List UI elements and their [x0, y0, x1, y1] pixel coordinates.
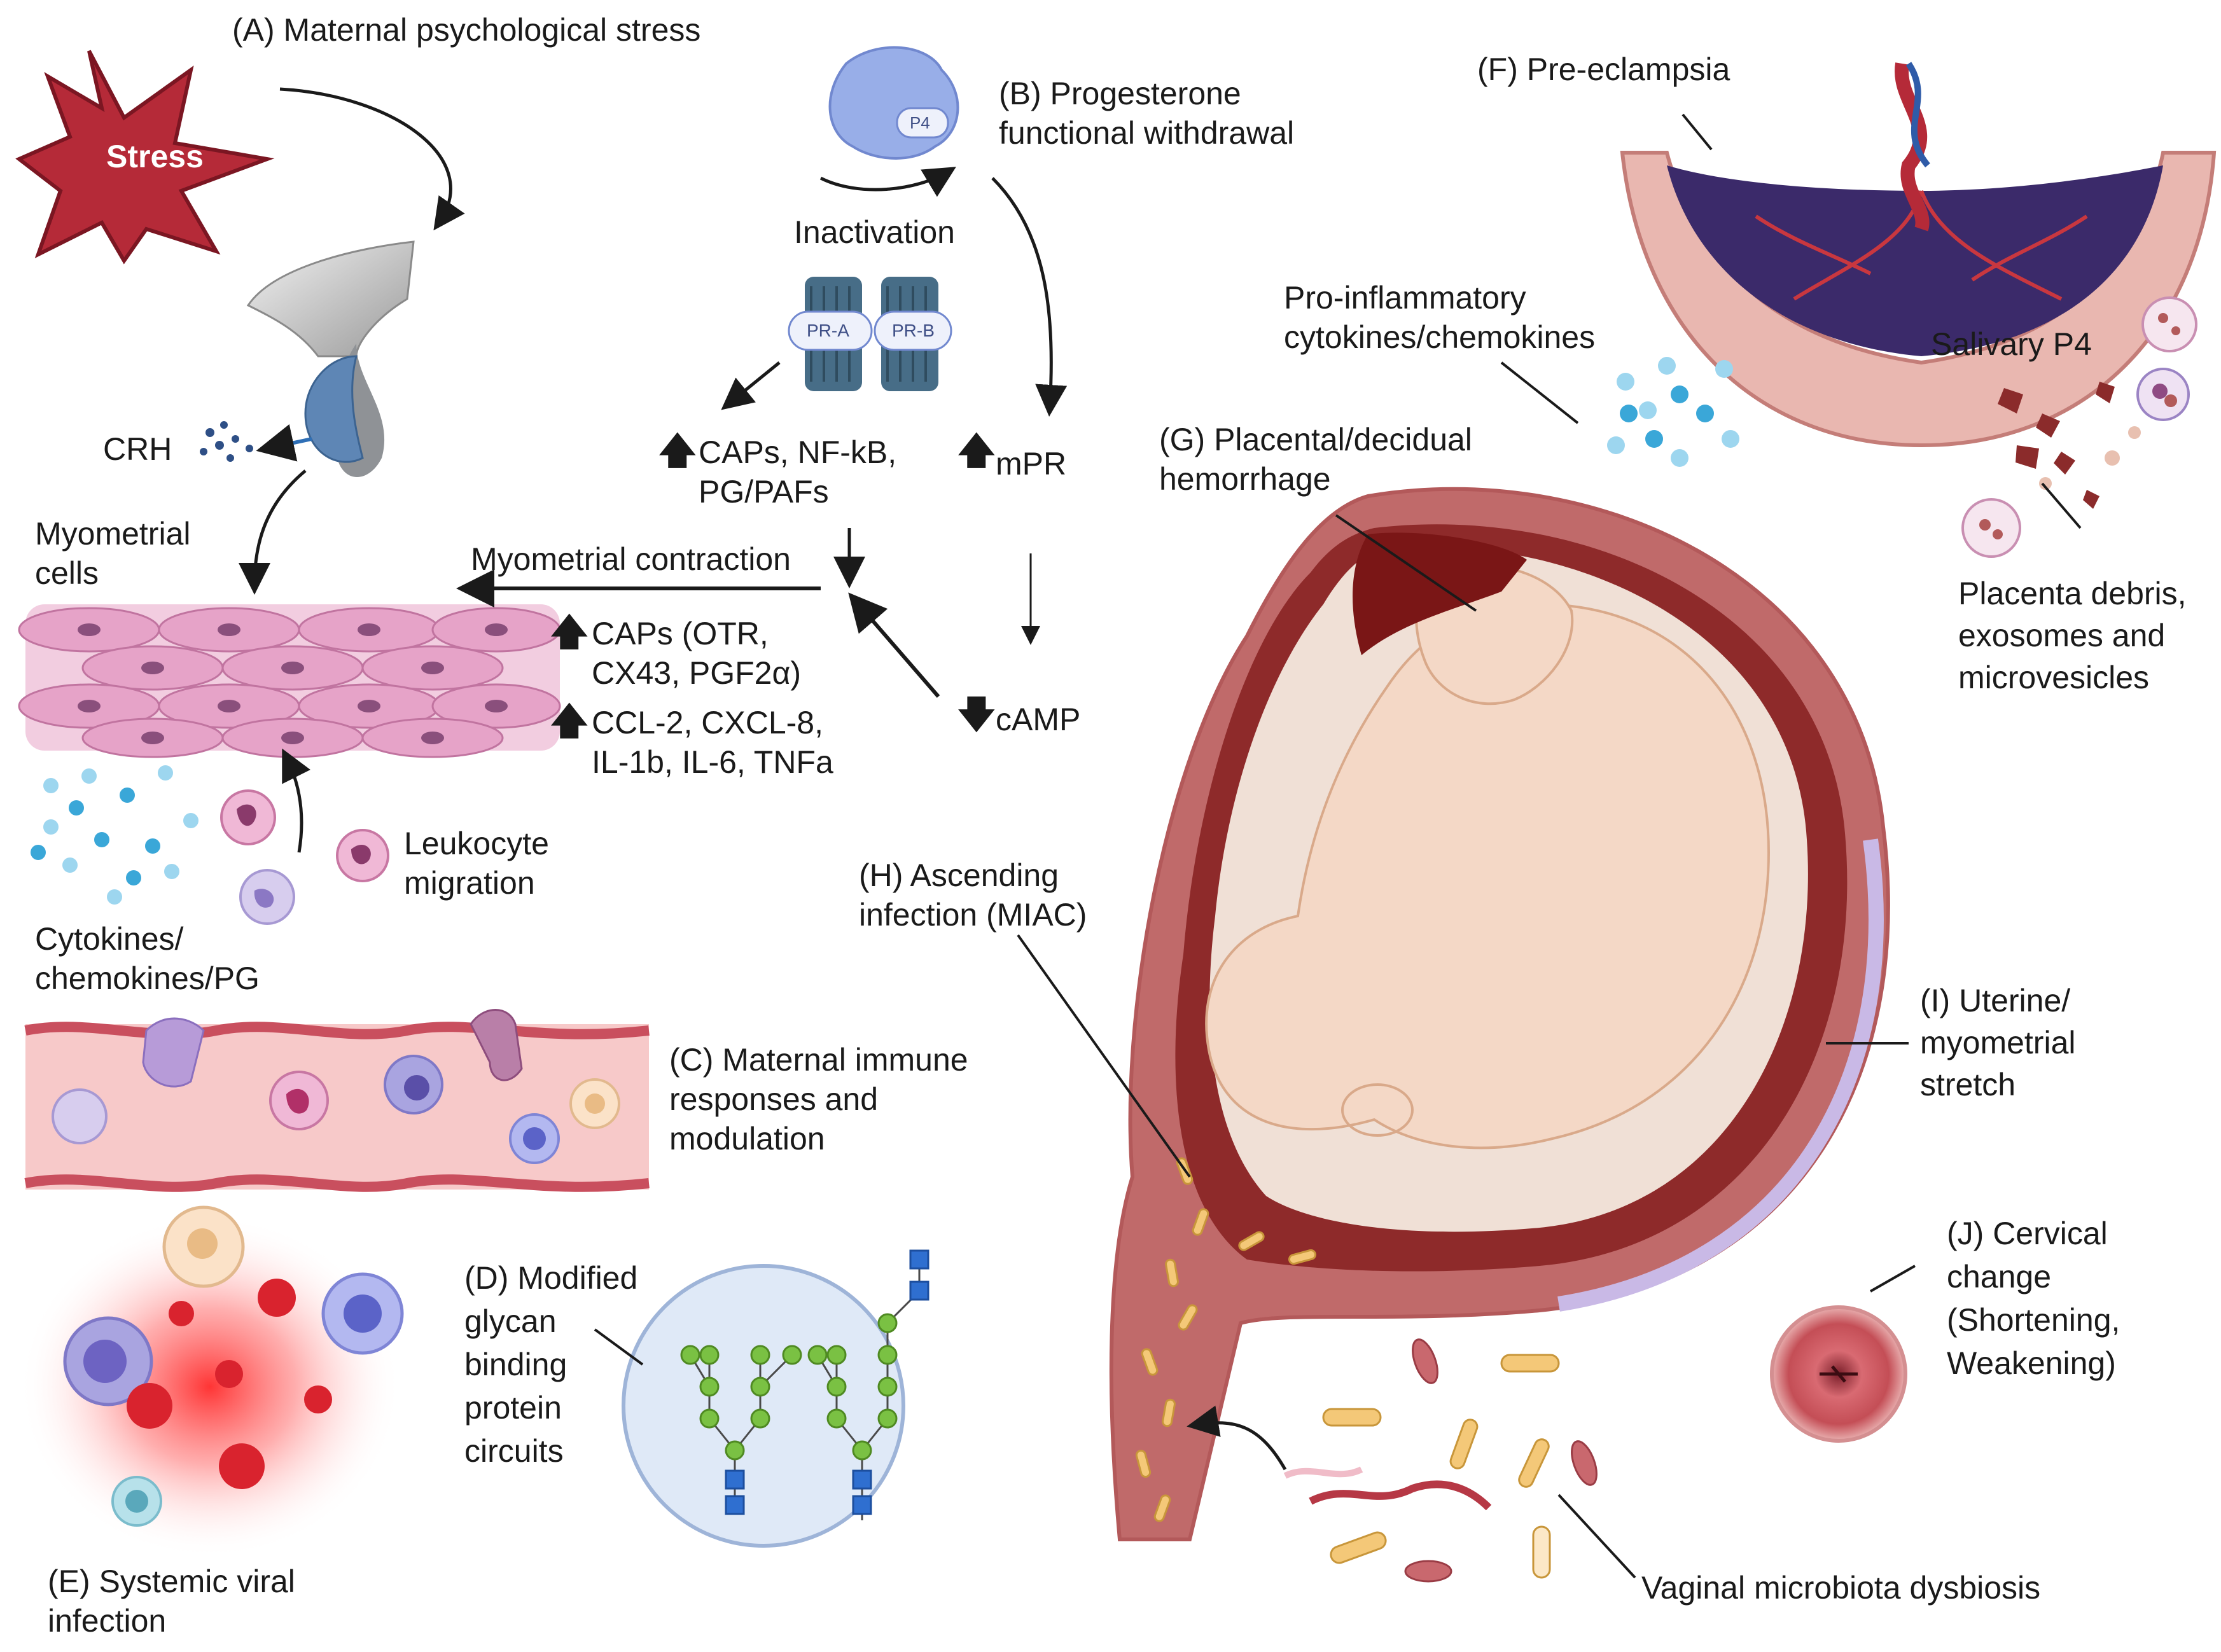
- leukocyte-icon: [220, 789, 389, 925]
- mpr-arrow: [991, 177, 1068, 417]
- stress-label: Stress: [106, 139, 204, 174]
- progesterone-protein-icon: [828, 46, 959, 160]
- cytokines-pg-label: Cytokines/chemokines/PG: [35, 921, 260, 996]
- viral-infection-icon: [19, 1205, 404, 1558]
- myometrial-contraction-label: Myometrial contraction: [471, 541, 791, 577]
- caps-otr-label: CAPs (OTR,CX43, PGF2α): [592, 616, 802, 691]
- cytokine-dots-icon: [31, 765, 198, 905]
- pr-receptor-icon: [788, 277, 952, 391]
- placenta-icon: [1620, 62, 2217, 448]
- salivary-p4-label: Salivary P4: [1931, 326, 2092, 362]
- up-arrow-ccl2: 🡅: [550, 700, 588, 742]
- pr-a-label: PR-A: [807, 321, 849, 340]
- uterus-fetus-icon: [1109, 487, 1890, 1541]
- inactivation-label: Inactivation: [794, 214, 955, 250]
- pr-arrow: [721, 361, 781, 410]
- vaginal-dysbiosis-label: Vaginal microbiota dysbiosis: [1641, 1570, 2041, 1606]
- stress-arrow: [279, 87, 465, 231]
- mpr-label: mPR: [996, 446, 1067, 482]
- leukocyte-migration-arrow: [282, 748, 311, 853]
- placenta-debris-icon: [1961, 296, 2197, 558]
- glycan-circle-icon: [622, 1249, 929, 1548]
- pr-b-label: PR-B: [892, 321, 935, 340]
- cervix-icon: [1770, 1305, 1907, 1443]
- up-arrow-caps-nfkb: 🡅: [658, 430, 697, 471]
- caps-nfkb-label: CAPs, NF-kB,PG/PAFs: [699, 434, 897, 510]
- crh-label: CRH: [103, 431, 172, 467]
- label-a-maternal-stress: (A) Maternal psychological stress: [232, 12, 701, 48]
- myometrial-cells-icon: [18, 604, 561, 758]
- down-arrow-camp: 🡇: [957, 694, 996, 735]
- p4-label: P4: [910, 113, 930, 132]
- pituitary-icon: [246, 240, 415, 477]
- p4-arrow: [819, 167, 956, 197]
- microbiota-arrow: [1187, 1405, 1287, 1471]
- crh-arrow: [239, 469, 307, 595]
- blood-vessel-icon: [24, 1009, 650, 1192]
- label-f-preeclampsia: (F) Pre-eclampsia: [1477, 52, 1730, 87]
- up-arrow-mpr: 🡅: [957, 430, 996, 471]
- stress-star-icon: [15, 50, 275, 265]
- crh-dots-icon: [200, 421, 253, 462]
- ccl2-label: CCL-2, CXCL-8,IL-1b, IL-6, TNFa: [592, 705, 833, 780]
- up-arrow-caps-otr: 🡅: [550, 611, 588, 653]
- camp-label: cAMP: [996, 702, 1081, 737]
- placenta-cytokine-dots-icon: [1607, 357, 1739, 467]
- microbiota-icon: [1283, 1338, 1598, 1583]
